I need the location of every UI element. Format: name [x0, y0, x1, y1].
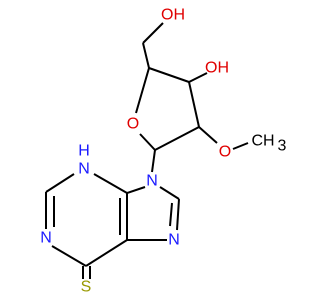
bond-c1-ringo: [139, 133, 156, 151]
hydroxyl-label-right: OH: [205, 60, 229, 77]
hydroxyl-label-top: OH: [161, 7, 185, 24]
sulfur-label: S: [81, 279, 92, 296]
bond-c2-omethoxy: [198, 126, 218, 144]
bond-c1-n9: [151, 149, 156, 173]
bond-c6-c5: [85, 239, 128, 267]
atom-labels: OH OH O O CH 3 N N H N N S: [40, 7, 286, 296]
bond-n9-c4: [126, 186, 146, 194]
bond-c4-n3: [93, 173, 128, 194]
bond-c8-n7: [176, 198, 180, 231]
n3-hydrogen-label: H: [78, 143, 90, 160]
methoxy-oxygen-label: O: [219, 144, 231, 161]
bond-n3-c2: [45, 173, 75, 193]
bond-c8-n7-double: [169, 202, 173, 227]
n9-label: N: [146, 173, 158, 190]
bond-c4-c3: [148, 67, 190, 83]
methyl-subscript: 3: [278, 138, 287, 155]
molecule-structure: OH OH O O CH 3 N N H N N S: [40, 7, 286, 296]
methyl-label: CH: [251, 133, 274, 150]
bond-n9-c8: [159, 186, 180, 200]
n1-label: N: [40, 230, 52, 247]
bond-n1-c6: [51, 245, 87, 267]
bond-c3-c2: [188, 81, 200, 128]
bond-ch2-oh: [142, 22, 164, 44]
bond-ringo-c4: [135, 67, 150, 114]
bond-c3-oh: [188, 72, 208, 83]
bond-c4-ch2: [142, 42, 150, 69]
bonds: [45, 22, 249, 279]
n3-label: N: [78, 161, 90, 178]
ring-oxygen-label: O: [127, 116, 139, 133]
bond-c2-c1: [154, 126, 200, 151]
n7-label: N: [168, 232, 180, 249]
bond-omethoxy-ch3: [232, 142, 249, 150]
